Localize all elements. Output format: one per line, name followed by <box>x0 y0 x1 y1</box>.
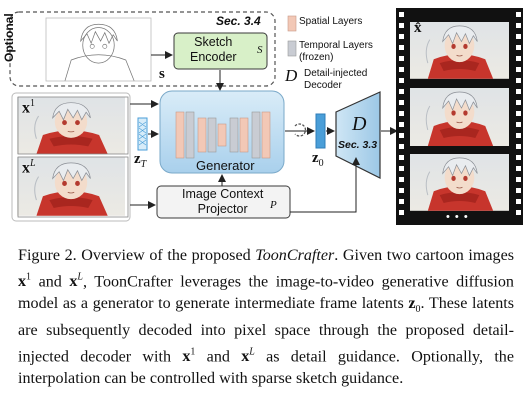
film-sprocket-hole <box>516 89 521 94</box>
film-sprocket-hole <box>399 12 404 17</box>
decoder-shape <box>335 91 381 179</box>
caption-z0: z0 <box>408 294 421 315</box>
diagram-graphics <box>9 8 523 225</box>
zT-label: zT <box>134 151 147 170</box>
caption-label: Figure 2. <box>18 247 77 264</box>
film-sprocket-hole <box>399 56 404 61</box>
decoder-symbol: D <box>352 113 367 135</box>
z0-label: z0 <box>312 150 324 169</box>
latent-z0 <box>315 113 326 149</box>
film-sprocket-hole <box>516 122 521 127</box>
film-sprocket-hole <box>516 199 521 204</box>
caption-text-5: . These latents are subsequently decoded… <box>18 294 515 366</box>
film-sprocket-hole <box>516 56 521 61</box>
sketch-image <box>45 17 152 82</box>
decoder-sec-label: Sec. 3.3 <box>338 139 378 151</box>
sketch-s-label: s <box>159 66 165 82</box>
film-sprocket-hole <box>516 23 521 28</box>
legend-temporal-label: Temporal Layers(frozen) <box>299 40 373 63</box>
legend-temporal-swatch <box>287 40 297 57</box>
output-frame-1 <box>409 19 510 80</box>
film-sprocket-hole <box>399 122 404 127</box>
film-sprocket-hole <box>516 100 521 105</box>
projector-box <box>156 185 291 219</box>
sec-3-4-label: Sec. 3.4 <box>216 14 261 28</box>
film-sprocket-hole <box>516 78 521 83</box>
generator-layers <box>175 111 271 159</box>
film-sprocket-hole <box>399 78 404 83</box>
film-sprocket-hole <box>399 133 404 138</box>
film-sprocket-hole <box>516 166 521 171</box>
noise-latent-zT <box>137 117 148 151</box>
filmstrip-dots: • • • <box>446 211 469 223</box>
film-sprocket-hole <box>516 111 521 116</box>
film-sprocket-hole <box>516 155 521 160</box>
sketch-encoder-box <box>173 32 268 70</box>
caption-text-7: as detail guidance. Optionally, the inte… <box>18 348 514 387</box>
caption-text-3: and <box>31 272 70 290</box>
output-xhat-label: x̂ <box>414 20 422 36</box>
sketch-encoder-symbol: S <box>257 44 263 56</box>
output-frame-2 <box>409 85 510 147</box>
input-xL-label: xL <box>22 158 36 177</box>
film-sprocket-hole <box>516 188 521 193</box>
film-sprocket-hole <box>399 45 404 50</box>
film-sprocket-hole <box>399 34 404 39</box>
film-sprocket-hole <box>399 166 404 171</box>
caption-xL-b: xL <box>241 346 255 366</box>
film-sprocket-hole <box>399 155 404 160</box>
caption-x1: x1 <box>18 271 32 290</box>
film-sprocket-hole <box>399 177 404 182</box>
film-sprocket-hole <box>399 100 404 105</box>
film-sprocket-hole <box>399 210 404 215</box>
generator-label: Generator <box>196 158 255 173</box>
film-sprocket-hole <box>399 23 404 28</box>
legend-decoder-symbol: D <box>285 66 298 85</box>
input-x1-label: x1 <box>22 98 35 117</box>
film-sprocket-hole <box>399 67 404 72</box>
film-sprocket-hole <box>516 45 521 50</box>
film-sprocket-hole <box>399 188 404 193</box>
projector-symbol: P <box>270 199 277 211</box>
caption-tooncrafter: ToonCrafter <box>255 247 335 264</box>
film-sprocket-hole <box>399 89 404 94</box>
film-sprocket-hole <box>399 144 404 149</box>
film-sprocket-hole <box>516 210 521 215</box>
legend-spatial-label: Spatial Layers <box>299 16 363 27</box>
film-sprocket-hole <box>516 133 521 138</box>
caption-text-2: . Given two cartoon images <box>334 247 514 264</box>
film-sprocket-hole <box>516 177 521 182</box>
film-sprocket-hole <box>516 144 521 149</box>
caption-text-1: Overview of the proposed <box>76 247 256 264</box>
loop-icon <box>294 123 307 137</box>
film-sprocket-hole <box>516 12 521 17</box>
figure-caption: Figure 2. Overview of the proposed ToonC… <box>18 245 514 390</box>
film-sprocket-hole <box>516 34 521 39</box>
caption-text-4: , ToonCrafter leverages the image-to-vid… <box>18 272 514 312</box>
film-sprocket-hole <box>399 199 404 204</box>
optional-region <box>9 11 276 87</box>
film-sprocket-hole <box>399 111 404 116</box>
caption-xL: xL <box>69 271 83 290</box>
optional-label: Optional <box>2 13 16 62</box>
film-sprocket-hole <box>516 67 521 72</box>
output-frame-3 <box>409 151 510 212</box>
caption-x1-b: x1 <box>182 346 196 366</box>
caption-text-6: and <box>195 348 242 366</box>
legend-spatial-swatch <box>287 15 297 32</box>
